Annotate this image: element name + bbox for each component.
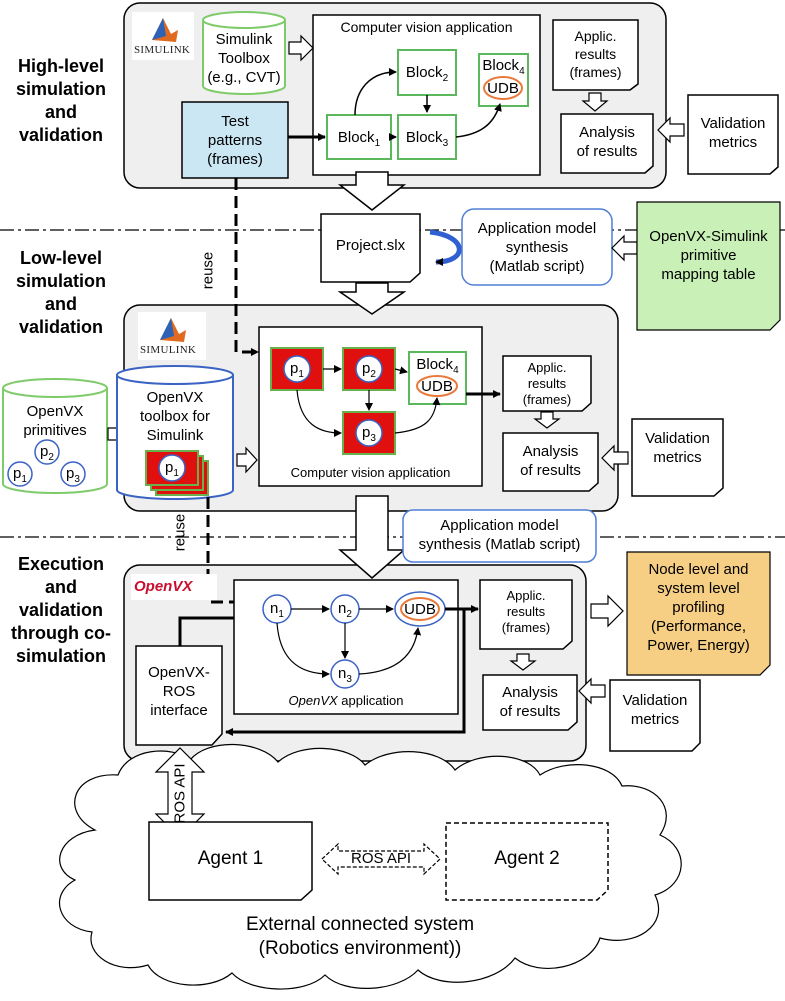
block3-label: Block3 bbox=[405, 129, 449, 149]
block4-low-label: Block4 bbox=[416, 356, 459, 376]
stage-label-low: Low-level simulation and validation bbox=[15, 248, 106, 337]
block1 bbox=[326, 114, 392, 160]
udb-low-label: UDB bbox=[421, 378, 453, 395]
results-box-high bbox=[552, 19, 639, 91]
ros-interface-box bbox=[135, 645, 223, 746]
block4-label: Block4 bbox=[482, 57, 525, 77]
mapping-table-box bbox=[636, 201, 781, 331]
ros-api-horizontal-arrow bbox=[321, 842, 441, 876]
analysis-box-high bbox=[560, 113, 654, 174]
results-exec-label: Applic. results (frames) bbox=[501, 588, 551, 635]
project-label: Project.slx bbox=[335, 237, 406, 254]
profiling-box bbox=[626, 551, 771, 676]
agent2-box bbox=[445, 822, 609, 901]
p1-label: p1 bbox=[290, 360, 304, 381]
metrics-box-high bbox=[687, 94, 779, 175]
test-patterns-label: Test patterns (frames) bbox=[207, 113, 263, 168]
analysis-high-label: Analysis of results bbox=[576, 124, 638, 160]
ros-api-vertical-label: ROS API bbox=[171, 763, 189, 824]
prim-p1: p1 bbox=[13, 465, 27, 486]
results-box-exec bbox=[479, 579, 573, 650]
synthesis-box-1 bbox=[461, 208, 613, 286]
reuse-label-2: reuse bbox=[171, 513, 189, 552]
metrics-box-low bbox=[631, 418, 724, 497]
reuse-dashed-line bbox=[234, 178, 259, 356]
mapping-table-label: OpenVX-Simulink primitive mapping table bbox=[649, 228, 768, 283]
metrics-box-exec bbox=[609, 679, 701, 752]
synthesis-1-label: Application model synthesis (Matlab scri… bbox=[477, 220, 597, 275]
analysis-box-low bbox=[502, 432, 599, 492]
reuse-label-1: reuse bbox=[199, 251, 217, 290]
synthesis-box-2 bbox=[402, 509, 597, 563]
p2-label: p2 bbox=[362, 360, 376, 381]
openvx-logo-text: OpenVX bbox=[134, 578, 193, 595]
n1-label: n1 bbox=[270, 600, 284, 621]
analysis-low-label: Analysis of results bbox=[520, 443, 581, 479]
cv-app-caption-low: Computer vision application bbox=[290, 465, 451, 480]
agent2-label: Agent 2 bbox=[494, 848, 560, 869]
analysis-box-exec bbox=[482, 674, 578, 731]
metrics-exec-label: Validation metrics bbox=[622, 692, 688, 728]
block2-label: Block2 bbox=[405, 64, 449, 84]
toolbox-arrow bbox=[288, 34, 314, 62]
metrics-low-label: Validation metrics bbox=[645, 430, 710, 466]
results-low-label: Applic. results (frames) bbox=[522, 360, 572, 407]
circular-arrow bbox=[429, 229, 462, 266]
n3-label: n3 bbox=[338, 665, 352, 686]
results-high-label: Applic. results (frames) bbox=[569, 28, 622, 80]
stage-label-exec: Execution and validation through co- sim… bbox=[11, 554, 111, 666]
p3-label: p3 bbox=[362, 424, 376, 445]
ros-api-horizontal-label: ROS API bbox=[350, 850, 412, 867]
profiling-label: Node level and system level profiling (P… bbox=[647, 561, 750, 654]
block3 bbox=[397, 114, 457, 160]
udb-low bbox=[416, 375, 458, 397]
primitives-label: OpenVX primitives bbox=[23, 403, 87, 439]
synthesis-2-label: Application model synthesis (Matlab scri… bbox=[418, 517, 581, 553]
udb-high-label: UDB bbox=[487, 80, 519, 97]
prim-p2: p2 bbox=[40, 443, 54, 464]
analysis-exec-label: Analysis of results bbox=[499, 684, 561, 720]
n2-label: n2 bbox=[338, 600, 352, 621]
block1-label: Block1 bbox=[337, 129, 381, 149]
toolbox-label: Simulink Toolbox (e.g., CVT) bbox=[207, 31, 281, 86]
toolbox-p1: p1 bbox=[165, 459, 179, 480]
simulink-logo-text-low: SIMULINK bbox=[140, 344, 197, 356]
ros-interface-label: OpenVX- ROS interface bbox=[148, 664, 210, 719]
stage-label-high: High-level simulation and validation bbox=[15, 56, 106, 145]
toolbox-cylinder bbox=[202, 20, 286, 95]
openvx-logo-bg bbox=[131, 574, 217, 600]
prim-p3: p3 bbox=[66, 465, 80, 486]
toolbox-low-label: OpenVX toolbox for Simulink bbox=[139, 389, 211, 444]
agent1-box bbox=[148, 821, 313, 901]
simulink-logo-text-high: SIMULINK bbox=[134, 44, 191, 56]
openvx-app-caption: OpenVX application bbox=[288, 693, 404, 708]
cv-app-title-high: Computer vision application bbox=[340, 19, 513, 35]
agent1-label: Agent 1 bbox=[197, 848, 264, 869]
project-box bbox=[320, 213, 421, 283]
external-system-label: External connected system (Robotics envi… bbox=[245, 914, 475, 959]
metrics-high-label: Validation metrics bbox=[700, 115, 766, 151]
udb-high bbox=[483, 76, 523, 100]
udb-exec-label: UDB bbox=[404, 601, 436, 618]
results-box-low bbox=[502, 355, 592, 412]
